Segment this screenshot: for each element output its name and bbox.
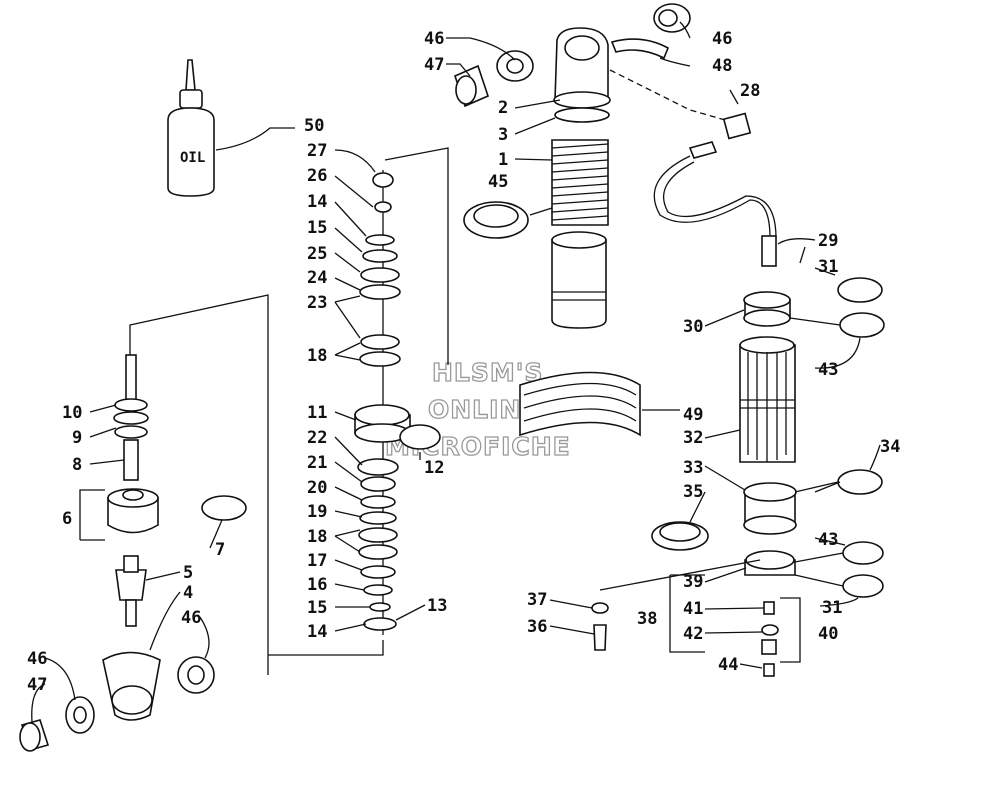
callout-11: 11 bbox=[307, 403, 327, 423]
decal-label bbox=[519, 371, 680, 437]
oil-bottle: OIL bbox=[167, 59, 295, 197]
callout-3: 3 bbox=[498, 125, 508, 145]
callout-2: 2 bbox=[498, 98, 508, 118]
callout-33: 33 bbox=[683, 458, 703, 478]
callout-24: 24 bbox=[307, 268, 327, 288]
callout-13: 13 bbox=[427, 596, 447, 616]
callout-45: 45 bbox=[488, 172, 508, 192]
shaft-assembly bbox=[19, 294, 269, 752]
callout-14-bottom: 14 bbox=[307, 622, 327, 642]
callout-12: 12 bbox=[424, 458, 444, 478]
callout-18-top: 18 bbox=[307, 346, 327, 366]
oil-label: OIL bbox=[180, 150, 205, 166]
callout-15-bottom: 15 bbox=[307, 598, 327, 618]
callout-8: 8 bbox=[72, 455, 82, 475]
leader-lines bbox=[31, 21, 881, 723]
callout-labels: 1 2 3 4 5 6 7 8 9 10 11 12 13 14 14 15 1… bbox=[27, 29, 900, 695]
callout-15-top: 15 bbox=[307, 218, 327, 238]
watermark-line-1: HLSM'S bbox=[432, 358, 543, 387]
callout-10: 10 bbox=[62, 403, 82, 423]
callout-26: 26 bbox=[307, 166, 327, 186]
callout-9: 9 bbox=[72, 428, 82, 448]
callout-39: 39 bbox=[683, 572, 703, 592]
callout-46-top-left: 46 bbox=[424, 29, 444, 49]
callout-48: 48 bbox=[712, 56, 732, 76]
callout-1: 1 bbox=[498, 150, 508, 170]
callout-47-bottom: 47 bbox=[27, 675, 47, 695]
callout-14-top: 14 bbox=[307, 192, 327, 212]
callout-19: 19 bbox=[307, 502, 327, 522]
callout-34: 34 bbox=[880, 437, 900, 457]
callout-28: 28 bbox=[740, 81, 760, 101]
callout-6: 6 bbox=[62, 509, 72, 529]
callout-44: 44 bbox=[718, 655, 738, 675]
callout-49: 49 bbox=[683, 405, 703, 425]
callout-20: 20 bbox=[307, 478, 327, 498]
callout-22: 22 bbox=[307, 428, 327, 448]
callout-36: 36 bbox=[527, 617, 547, 637]
callout-18-bottom: 18 bbox=[307, 527, 327, 547]
callout-5: 5 bbox=[183, 563, 193, 583]
callout-25: 25 bbox=[307, 244, 327, 264]
callout-16: 16 bbox=[307, 575, 327, 595]
callout-27: 27 bbox=[307, 141, 327, 161]
callout-42: 42 bbox=[683, 624, 703, 644]
callout-4: 4 bbox=[183, 583, 193, 603]
callout-50: 50 bbox=[304, 116, 324, 136]
callout-7: 7 bbox=[215, 540, 225, 560]
callout-43-bottom: 43 bbox=[818, 530, 838, 550]
callout-38: 38 bbox=[637, 609, 657, 629]
callout-41: 41 bbox=[683, 599, 703, 619]
callout-47-top: 47 bbox=[424, 55, 444, 75]
callout-46-mid: 46 bbox=[181, 608, 201, 628]
hose-assembly bbox=[653, 112, 777, 267]
callout-40: 40 bbox=[818, 624, 838, 644]
callout-46-top-right: 46 bbox=[712, 29, 732, 49]
callout-31-bottom: 31 bbox=[822, 598, 842, 618]
callout-30: 30 bbox=[683, 317, 703, 337]
top-mount-assembly bbox=[454, 3, 726, 329]
callout-37: 37 bbox=[527, 590, 547, 610]
piston-stack bbox=[268, 147, 449, 656]
callout-21: 21 bbox=[307, 453, 327, 473]
callout-32: 32 bbox=[683, 428, 703, 448]
spring-coils bbox=[551, 143, 609, 221]
callout-43-top: 43 bbox=[818, 360, 838, 380]
callout-29: 29 bbox=[818, 231, 838, 251]
callout-35: 35 bbox=[683, 482, 703, 502]
callout-46-bottom-left: 46 bbox=[27, 649, 47, 669]
reservoir-assembly bbox=[591, 277, 885, 677]
callout-31-top: 31 bbox=[818, 257, 838, 277]
callout-17: 17 bbox=[307, 551, 327, 571]
callout-23: 23 bbox=[307, 293, 327, 313]
